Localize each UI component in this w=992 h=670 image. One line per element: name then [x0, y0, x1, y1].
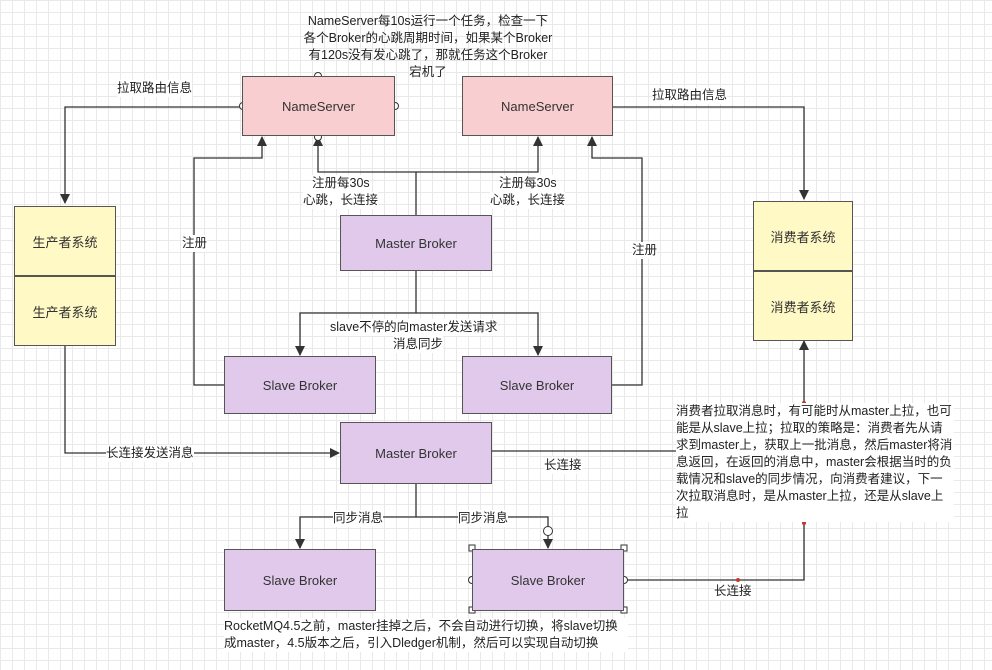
pull-route-left-label: 拉取路由信息: [117, 80, 193, 97]
slave-broker-label-4: Slave Broker: [510, 572, 586, 588]
slave-broker-node-1[interactable]: Slave Broker: [224, 356, 376, 414]
master-broker-node-1[interactable]: Master Broker: [340, 215, 492, 271]
slave-broker-node-2[interactable]: Slave Broker: [462, 356, 612, 414]
consumer-pull-strategy-note: 消费者拉取消息时，有可能时从master上拉，也可能是从slave上拉；拉取的策…: [676, 403, 954, 522]
master-broker-node-2[interactable]: Master Broker: [340, 422, 492, 484]
consumer-system-label-2: 消费者系统: [770, 299, 836, 315]
edge-pull-route-producer: [60, 106, 242, 204]
nameserver-check-note: NameServer每10s运行一个任务，检查一下各个Broker的心跳周期时间…: [303, 14, 553, 79]
edge-sync-slaves: [295, 271, 417, 356]
register-left-label: 注册: [182, 235, 208, 252]
long-connection-label-2: 长连接: [714, 583, 752, 600]
edge-pull-route-consumer: [613, 106, 809, 200]
failover-note: RocketMQ4.5之前，master挂掉之后，不会自动进行切换，将slave…: [224, 618, 628, 652]
edge-producer-send: [64, 346, 340, 458]
consumer-system-node-1[interactable]: 消费者系统: [753, 201, 853, 271]
nameserver-left-label: NameServer: [282, 98, 355, 114]
sync-request-label-line2: 消息同步: [393, 336, 444, 353]
edge-register-slave-right: [587, 136, 643, 386]
slave-broker-label-1: Slave Broker: [262, 377, 338, 393]
heartbeat-left-label-line1: 注册每30s: [312, 175, 370, 192]
producer-system-node-2[interactable]: 生产者系统: [14, 276, 116, 346]
edge-heartbeat-master-right: [416, 136, 543, 173]
slave-broker-label-3: Slave Broker: [262, 572, 338, 588]
slave-broker-node-3[interactable]: Slave Broker: [224, 549, 376, 611]
nameserver-right-node[interactable]: NameServer: [462, 76, 613, 136]
producer-send-label: 长连接发送消息: [106, 445, 194, 462]
heartbeat-right-label-line1: 注册每30s: [499, 175, 557, 192]
producer-system-label-1: 生产者系统: [32, 234, 98, 250]
master-broker-label-1: Master Broker: [375, 235, 457, 251]
waypoint-dot[interactable]: [736, 578, 740, 582]
heartbeat-left-label-line2: 心跳，长连接: [303, 192, 379, 209]
waypoint-dot[interactable]: [802, 521, 806, 525]
producer-system-node-1[interactable]: 生产者系统: [14, 206, 116, 276]
consumer-system-label-1: 消费者系统: [770, 229, 836, 245]
producer-system-label-2: 生产者系统: [32, 304, 98, 320]
slave-broker-node-4[interactable]: Slave Broker: [472, 549, 624, 611]
consumer-system-node-2[interactable]: 消费者系统: [753, 271, 853, 341]
sync-message-right-label: 同步消息: [458, 510, 509, 527]
connection-point[interactable]: [543, 526, 553, 536]
sync-message-left-label: 同步消息: [333, 510, 384, 527]
selection-handle[interactable]: [620, 544, 628, 552]
nameserver-left-node[interactable]: NameServer: [242, 76, 395, 136]
edge-register-slave-left: [193, 136, 267, 386]
long-connection-label-1: 长连接: [544, 457, 582, 474]
pull-route-right-label: 拉取路由信息: [652, 87, 728, 104]
master-broker-label-2: Master Broker: [375, 445, 457, 461]
nameserver-right-label: NameServer: [501, 98, 574, 114]
slave-broker-label-2: Slave Broker: [499, 377, 575, 393]
edge-sync-slave-right: [416, 312, 543, 356]
register-right-label: 注册: [632, 242, 658, 259]
edge-heartbeat-master: [313, 136, 417, 216]
sync-request-label-line1: slave不停的向master发送请求: [330, 319, 498, 336]
heartbeat-right-label-line2: 心跳，长连接: [490, 192, 566, 209]
